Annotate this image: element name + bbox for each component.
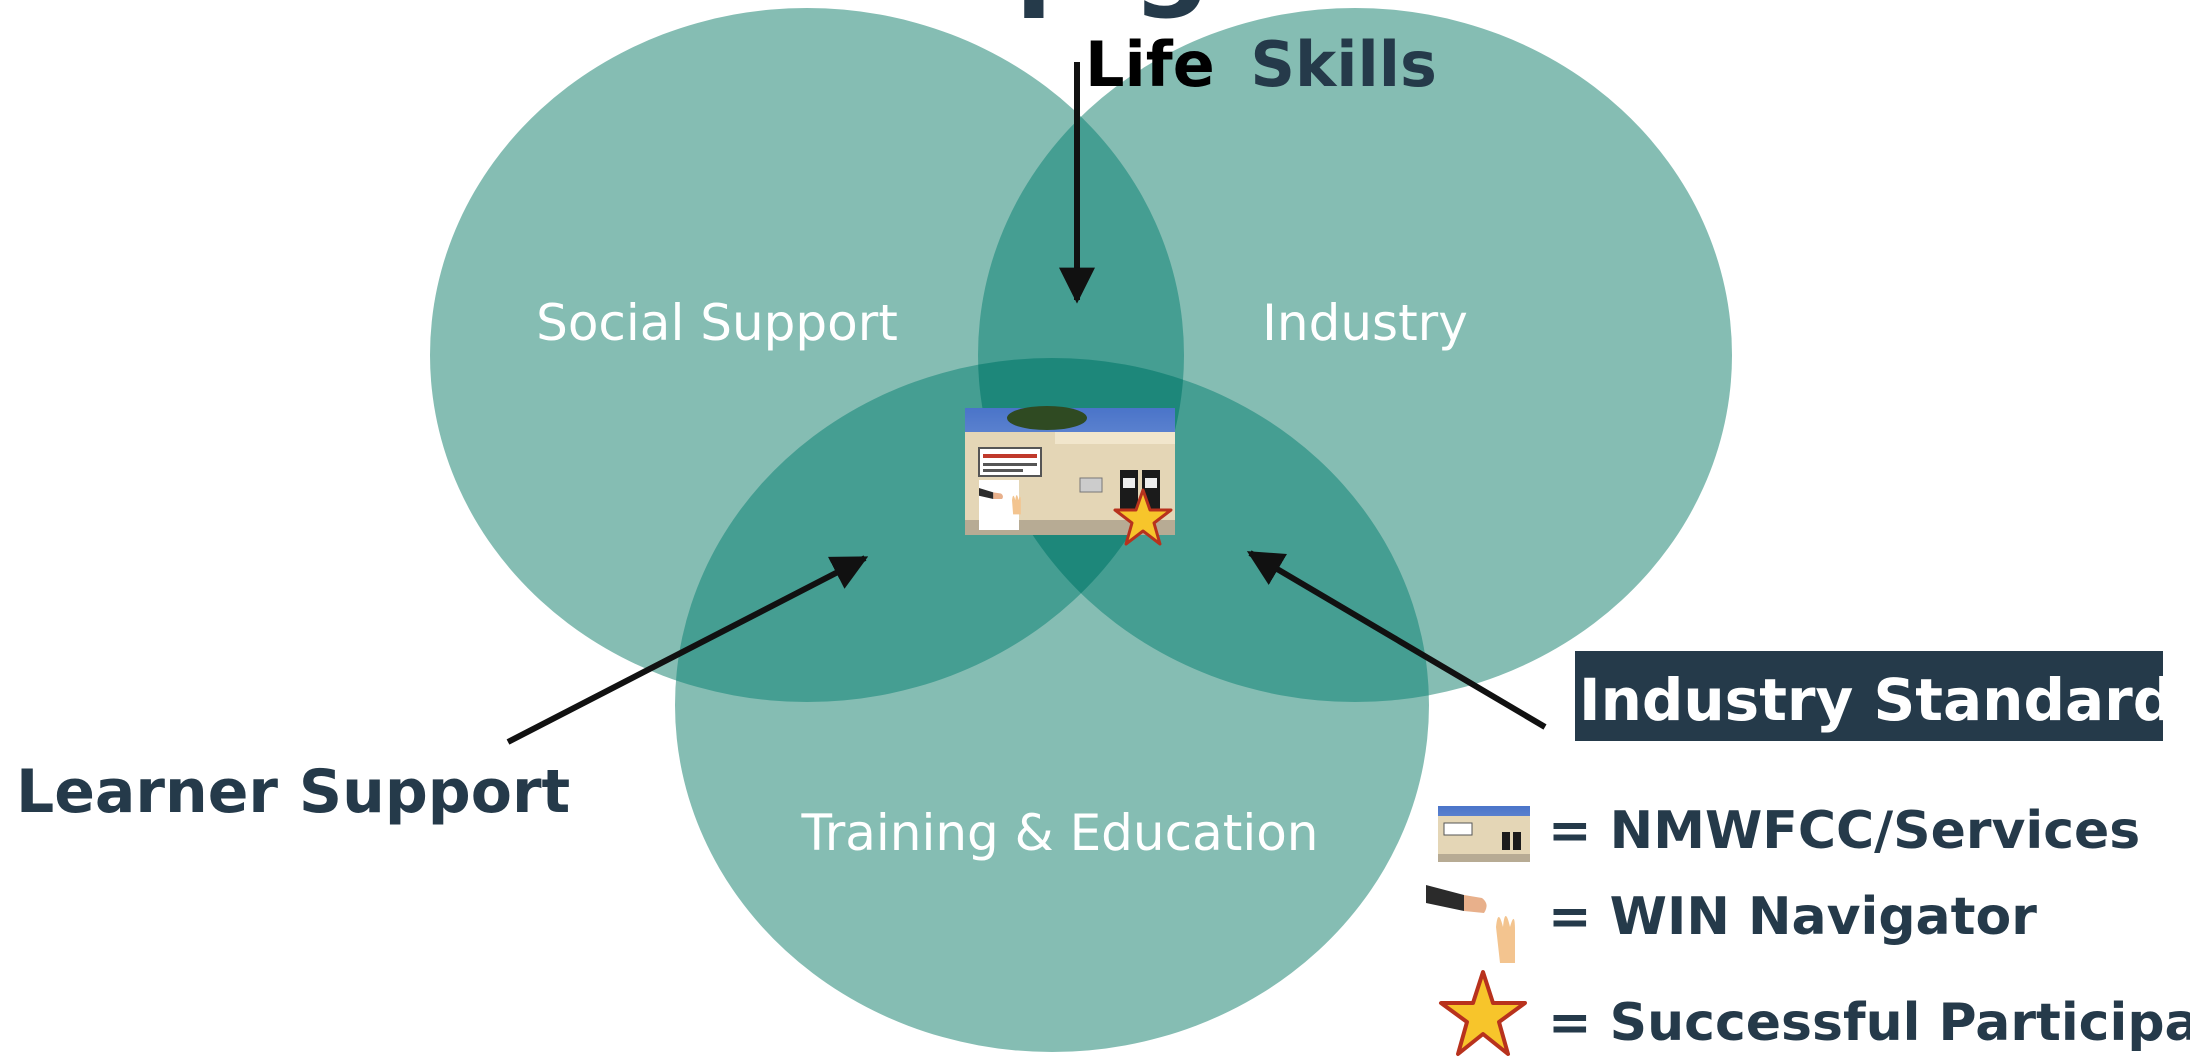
building-photo-icon bbox=[965, 406, 1175, 546]
learner-support-callout: Learner Support bbox=[16, 757, 570, 827]
legend-item-navigator: = WIN Navigator bbox=[1426, 885, 2037, 963]
title-fragment: p g bbox=[1015, 0, 1211, 21]
industry-standards-arrow bbox=[1246, 550, 1547, 730]
life-skills-callout: Life Skills bbox=[1085, 28, 1437, 101]
industry-training-overlap bbox=[978, 358, 1429, 702]
social-training-overlap bbox=[675, 358, 1184, 702]
legend-label-successful-participant: = Successful Participant bbox=[1548, 993, 2190, 1053]
life-word: Life bbox=[1085, 28, 1215, 101]
industry-standards-callout: Industry Standards bbox=[1579, 666, 2190, 734]
legend-item-building: = NMWFCC/Services bbox=[1438, 801, 2140, 862]
learner-support-arrow bbox=[506, 555, 869, 745]
star-icon bbox=[1439, 970, 1527, 1056]
handshake-icon bbox=[1426, 885, 1515, 963]
legend-label-nmwfcc: = NMWFCC/Services bbox=[1548, 801, 2140, 861]
handshake-icon bbox=[979, 488, 1021, 515]
social-support-label: Social Support bbox=[536, 294, 898, 352]
industry-standards-highlight bbox=[1575, 651, 2163, 741]
building-photo-icon bbox=[1438, 806, 1530, 862]
industry-label: Industry bbox=[1262, 294, 1468, 352]
training-education-label: Training & Education bbox=[801, 804, 1319, 862]
legend: = NMWFCC/Services = WIN Navigator = Succ… bbox=[1426, 801, 2190, 1056]
star-icon bbox=[1113, 488, 1173, 546]
legend-item-participant: = Successful Participant bbox=[1439, 970, 2190, 1056]
skills-word: Skills bbox=[1250, 28, 1437, 101]
legend-label-win-navigator: = WIN Navigator bbox=[1548, 887, 2037, 947]
